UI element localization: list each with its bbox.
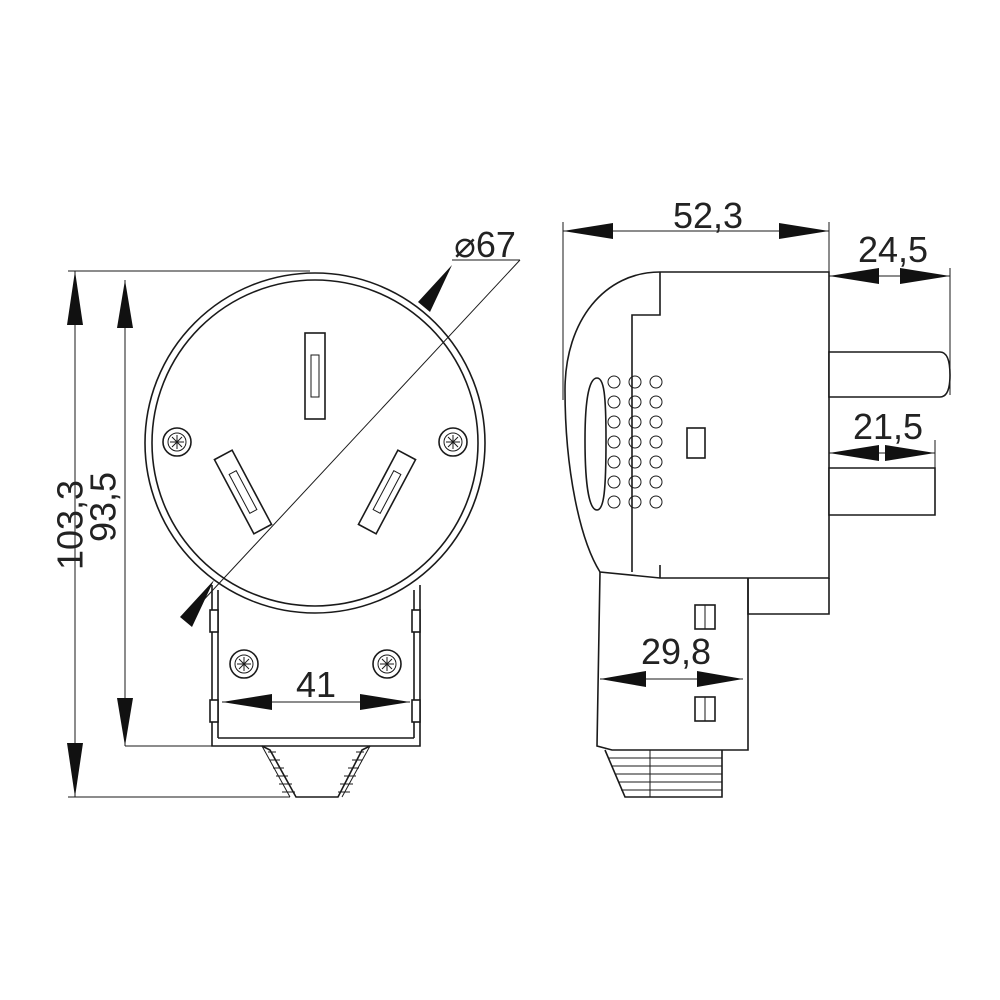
arrow-up [67, 271, 83, 325]
grip-dots [607, 375, 663, 509]
screw-icon [372, 649, 402, 679]
cable-grip-side [604, 749, 723, 798]
pin-length-label: 24,5 [858, 229, 928, 270]
screw-icon [162, 427, 192, 457]
screw-icon [438, 427, 468, 457]
arrow-down [67, 743, 83, 797]
plug-body-side [564, 271, 830, 579]
lower-pin-side [828, 467, 936, 516]
left-pin [213, 449, 273, 535]
indicator-window [686, 427, 706, 459]
plug-base [211, 585, 421, 747]
diameter-leader [184, 259, 521, 621]
depth-label: 52,3 [673, 195, 743, 236]
diameter-label: ⌀67 [454, 224, 516, 265]
upper-pin-side [828, 351, 951, 398]
cable-grip [261, 745, 371, 798]
base-width-label: 41 [296, 664, 336, 705]
pin-offset-label: 21,5 [853, 406, 923, 447]
cable-block-label: 29,8 [641, 631, 711, 672]
right-pin [357, 449, 417, 535]
plug-face-outer [144, 272, 486, 614]
front-view [67, 259, 521, 798]
overall-height-label: 103,3 [50, 480, 91, 570]
base-side [596, 571, 749, 751]
plug-face-inner [151, 279, 479, 607]
grip-slot [584, 377, 607, 511]
earth-pin [304, 332, 326, 420]
side-view [562, 222, 951, 798]
body-height-label: 93,5 [83, 472, 124, 542]
screw-icon [229, 649, 259, 679]
